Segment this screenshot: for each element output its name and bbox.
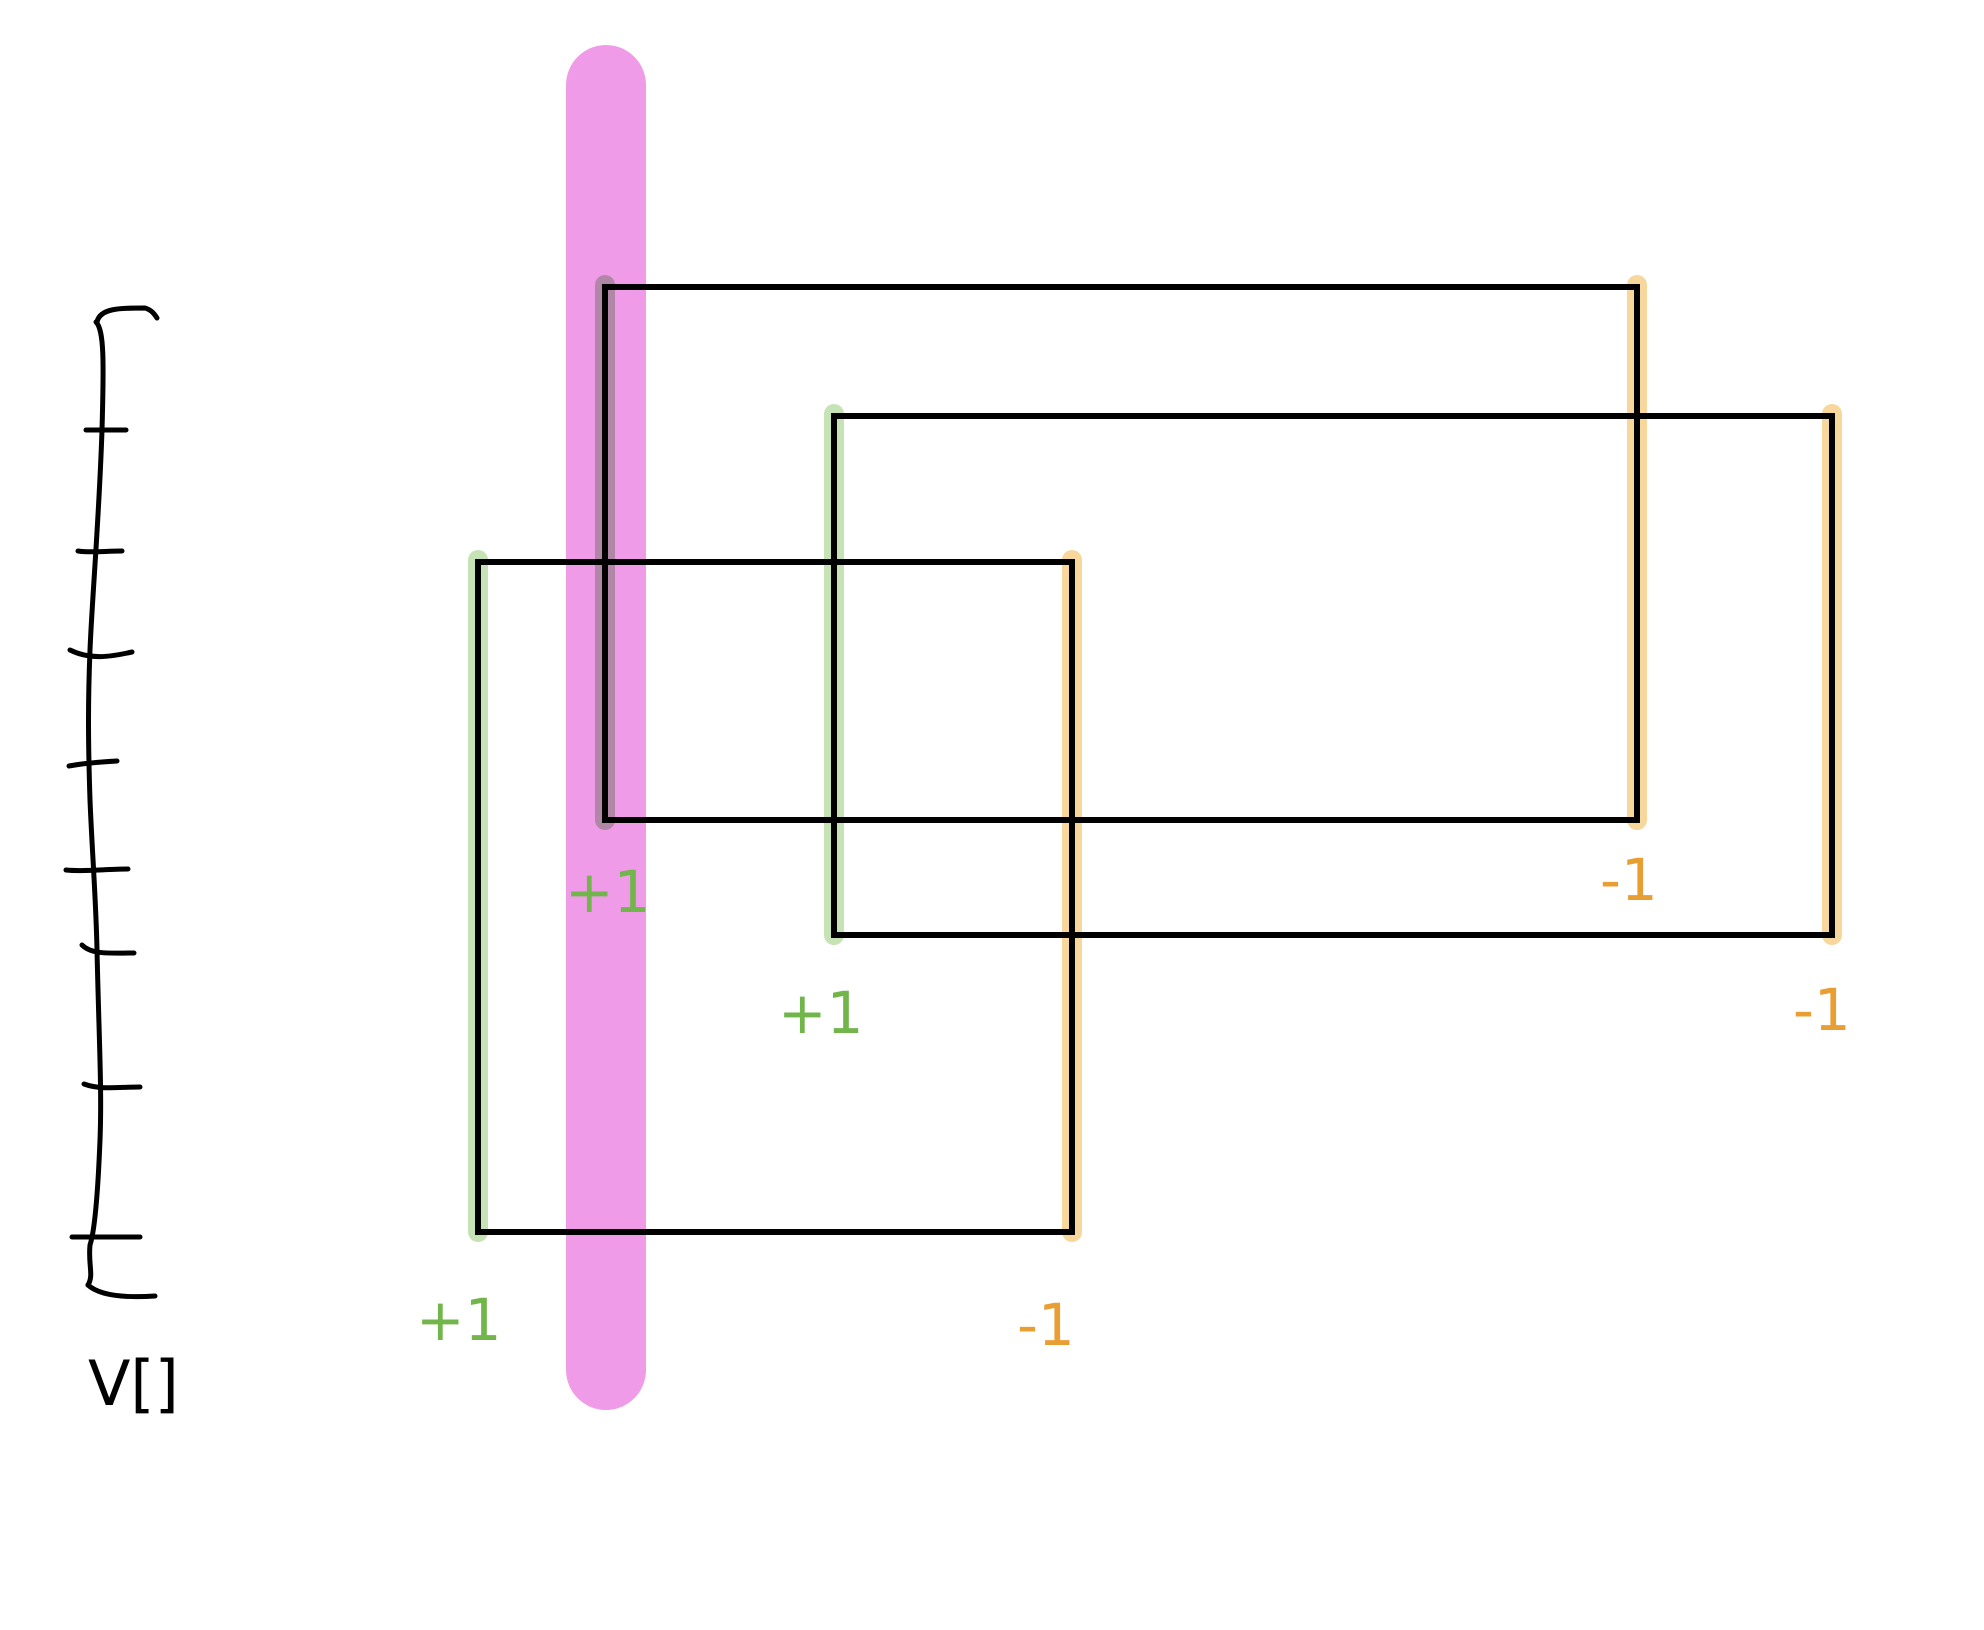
array-tick-7 bbox=[81, 1081, 143, 1091]
rectangles bbox=[475, 284, 1835, 1235]
rect-middle-right-label: -1 bbox=[1793, 976, 1851, 1044]
rect-upper-left-label: +1 bbox=[565, 858, 651, 926]
array-tick-5 bbox=[63, 866, 131, 874]
rect-lower bbox=[475, 559, 1075, 1235]
array-label: V[] bbox=[88, 1347, 179, 1420]
rect-upper bbox=[602, 284, 1640, 823]
array-tick-2 bbox=[75, 548, 125, 555]
rect-lower-left-label: +1 bbox=[416, 1286, 502, 1354]
array-bottom-bracket bbox=[85, 1282, 158, 1300]
rect-middle-left-label: +1 bbox=[778, 979, 864, 1047]
array-tick-6 bbox=[79, 942, 137, 956]
rect-lower-right-label: -1 bbox=[1017, 1291, 1075, 1359]
rect-upper-right-label: -1 bbox=[1600, 846, 1658, 914]
array-tick-4 bbox=[66, 758, 120, 769]
array-v bbox=[63, 305, 160, 1300]
array-top-bracket bbox=[94, 305, 160, 325]
array-tick-3 bbox=[67, 647, 135, 660]
array-spine bbox=[85, 319, 106, 1288]
edge-highlights bbox=[468, 275, 1842, 1242]
rect-middle bbox=[831, 413, 1835, 938]
